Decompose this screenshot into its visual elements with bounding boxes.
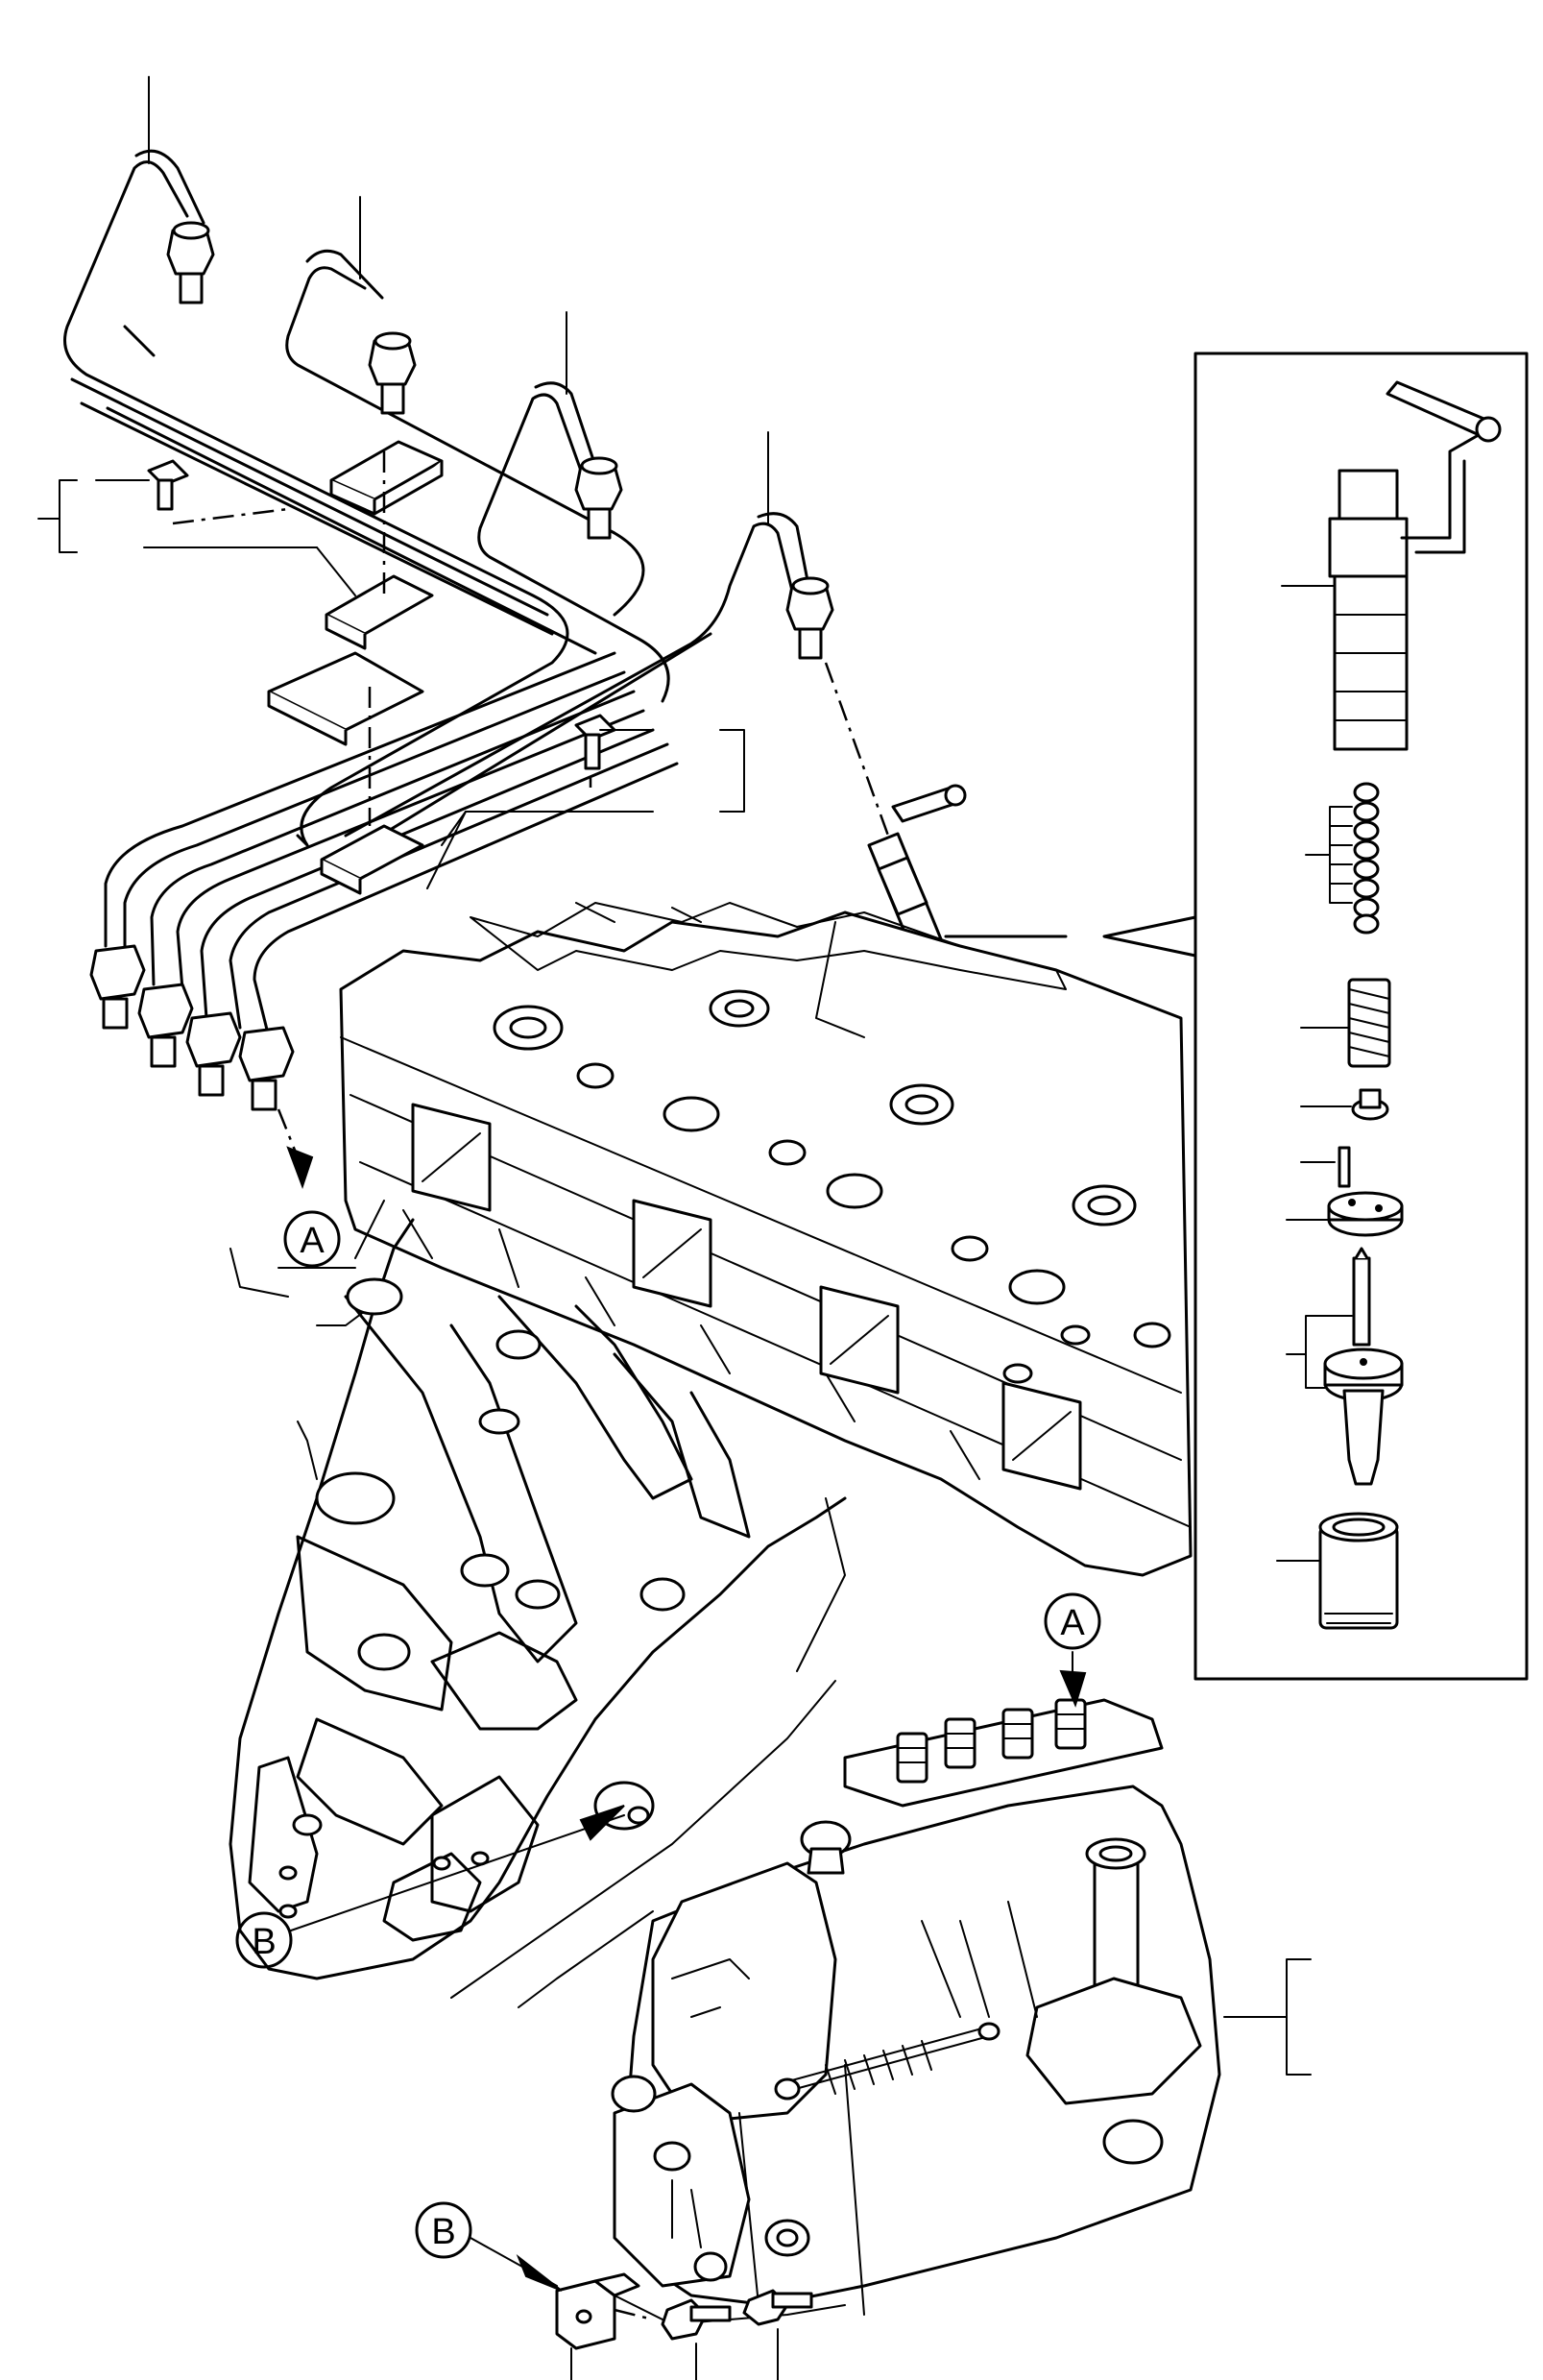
spring-seat bbox=[1351, 1088, 1389, 1121]
callout-a-top-label: A bbox=[300, 1221, 325, 1261]
pipe-connector-nuts-lower bbox=[89, 944, 314, 1189]
fuel-injection-pump bbox=[611, 1651, 1221, 2325]
pump-mounting-bracket bbox=[555, 2272, 654, 2350]
bracket-left bbox=[37, 479, 356, 596]
block-bosses bbox=[278, 1277, 686, 1919]
delivery-valve-holders bbox=[896, 1698, 1087, 1784]
bottom-leaders bbox=[570, 2328, 779, 2380]
nozzle-retaining-nut bbox=[1318, 1512, 1399, 1630]
callout-a-top: A bbox=[283, 1210, 341, 1268]
pipe-leaders bbox=[148, 76, 769, 524]
exhaust-ports bbox=[411, 1103, 1082, 1491]
bracket-pump-right bbox=[1223, 1958, 1312, 2076]
governor-linkage bbox=[738, 2022, 1001, 2316]
callout-b-bracket: B bbox=[415, 2201, 563, 2292]
cylinder-head bbox=[339, 902, 1193, 1577]
callout-b-block: B bbox=[235, 1805, 625, 1969]
pipe-clamps bbox=[267, 440, 444, 895]
dowel-pin bbox=[1338, 1146, 1351, 1188]
fuel-injection-pipes bbox=[63, 149, 813, 1039]
callout-a-pump-label: A bbox=[1060, 1603, 1085, 1643]
callout-a-pump: A bbox=[1044, 1592, 1101, 1650]
leader-nozzle bbox=[1286, 1315, 1353, 1389]
shim-stack bbox=[1353, 782, 1380, 935]
callout-b-bracket-label: B bbox=[431, 2212, 455, 2252]
pipe-connector-nuts-upper bbox=[166, 221, 834, 660]
nozzle-spring bbox=[1347, 978, 1391, 1068]
injector-body bbox=[1328, 380, 1502, 751]
nozzle-assembly bbox=[1323, 1247, 1404, 1486]
bracket-clamp-right bbox=[426, 729, 745, 889]
pump-bolts bbox=[661, 2289, 813, 2341]
intermediate-spacer bbox=[1327, 1191, 1404, 1237]
clamp-bolts bbox=[147, 459, 616, 788]
injector-detail-inset bbox=[944, 352, 1529, 1681]
head-top-ports bbox=[493, 989, 1171, 1384]
leader-shims bbox=[1305, 806, 1353, 904]
callout-b-block-label: B bbox=[252, 1922, 276, 1962]
